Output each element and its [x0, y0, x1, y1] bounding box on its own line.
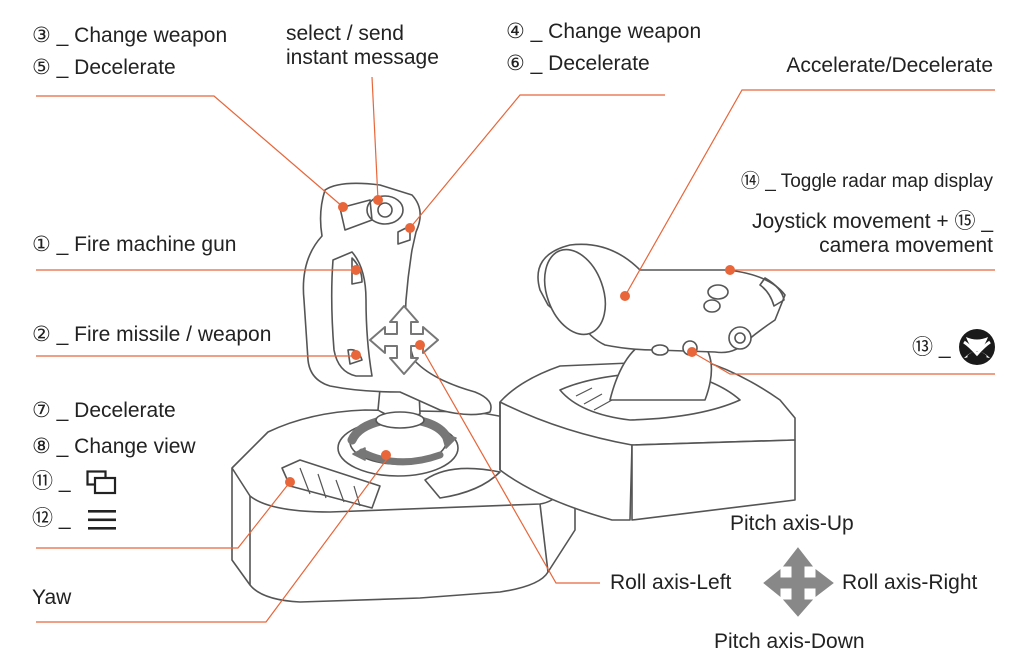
- axis-four-way-arrow-icon: [763, 547, 834, 617]
- label-select-send-line1: select / send: [286, 22, 404, 45]
- label-change-weapon-4: ④ _ Change weapon: [506, 20, 702, 43]
- joystick-base: [231, 409, 576, 603]
- label-fire-machine-gun: ① _ Fire machine gun: [32, 233, 237, 256]
- label-select-send-line2: instant message: [286, 46, 439, 69]
- label-menu-12: ⑫ _: [32, 507, 71, 530]
- label-decelerate-5: ⑤ _ Decelerate: [32, 56, 176, 79]
- label-pitch-up: Pitch axis-Up: [730, 512, 854, 535]
- label-toggle-radar: ⑭ _ Toggle radar map display: [740, 171, 993, 192]
- label-roll-right: Roll axis-Right: [842, 571, 978, 594]
- label-pitch-down: Pitch axis-Down: [714, 630, 865, 653]
- menu-icon: [88, 510, 116, 530]
- label-view-11: ⑪ _: [32, 470, 71, 493]
- grip-four-way-arrow-icon: [369, 305, 439, 375]
- label-change-weapon-3: ③ _ Change weapon: [32, 24, 228, 47]
- label-xbox-13: ⑬ _: [912, 336, 951, 359]
- callout-dots: [285, 195, 735, 487]
- label-decelerate-7: ⑦ _ Decelerate: [32, 399, 176, 422]
- label-joystick-movement-line1: Joystick movement + ⑮ _: [752, 210, 993, 233]
- label-roll-left: Roll axis-Left: [610, 571, 732, 594]
- label-change-view-8: ⑧ _ Change view: [32, 435, 196, 458]
- xbox-icon: [959, 329, 995, 365]
- throttle-handle: [537, 243, 786, 401]
- label-decelerate-6: ⑥ _ Decelerate: [506, 52, 650, 75]
- label-yaw: Yaw: [32, 586, 72, 609]
- leader-lines: [36, 76, 995, 623]
- view-icon: [86, 470, 117, 495]
- joystick-grip: [302, 182, 492, 416]
- label-fire-missile: ② _ Fire missile / weapon: [32, 323, 272, 346]
- label-joystick-movement-line2: camera movement: [819, 234, 993, 257]
- label-accelerate-decelerate: Accelerate/Decelerate: [786, 54, 993, 77]
